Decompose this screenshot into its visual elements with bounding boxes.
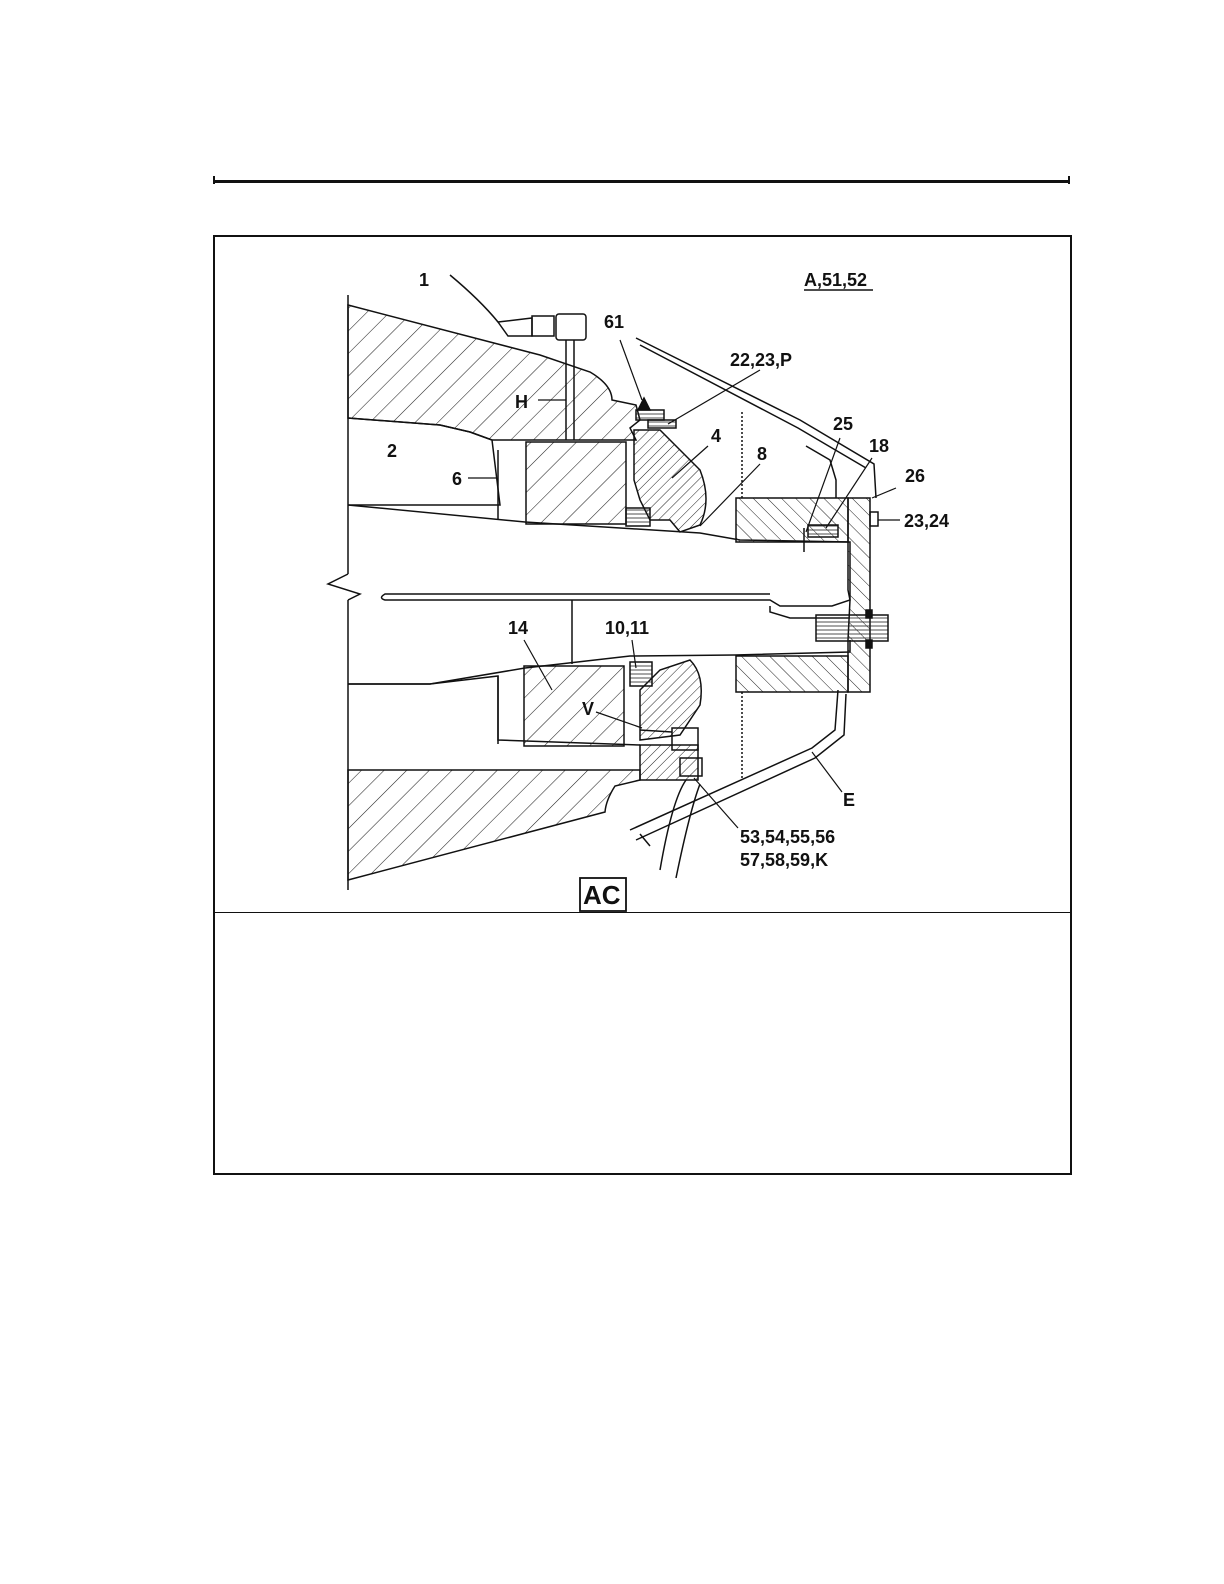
lower-bearing-ring-part-14 xyxy=(524,666,624,746)
center-bolt-marker-top xyxy=(866,610,872,618)
hub-lower-block xyxy=(736,656,848,692)
reference-label: A,51,52 xyxy=(804,270,867,290)
lower-hose-left xyxy=(660,780,686,870)
upper-fitting-nose xyxy=(498,318,532,336)
callout-61: 61 xyxy=(604,312,624,332)
upper-fitting-elbow xyxy=(556,314,586,340)
center-bolt-marker-bottom xyxy=(866,640,872,648)
callout-14: 14 xyxy=(508,618,528,638)
leader-22-23-p xyxy=(668,370,760,424)
center-bolt xyxy=(816,615,888,641)
lower-seal-ring-part-10-11 xyxy=(630,662,652,686)
callout-10-11: 10,11 xyxy=(605,618,649,638)
callout-v: V xyxy=(582,699,594,719)
leader-61 xyxy=(620,340,642,400)
callout-22-23-p: 22,23,P xyxy=(730,350,792,370)
callout-4: 4 xyxy=(711,426,721,446)
upper-housing-part-1 xyxy=(348,305,640,440)
fastener-part-18 xyxy=(808,525,838,537)
callout-18: 18 xyxy=(869,436,889,456)
lower-hose-right xyxy=(676,784,700,878)
callout-57-k: 57,58,59,K xyxy=(740,850,828,870)
callout-6: 6 xyxy=(452,469,462,489)
break-symbol xyxy=(328,574,360,600)
bolt-part-23-24 xyxy=(870,512,878,526)
callout-1: 1 xyxy=(419,270,429,290)
upper-fitting-nut xyxy=(532,316,554,336)
leader-53-59 xyxy=(694,778,738,828)
callout-e: E xyxy=(843,790,855,810)
callout-53-56: 53,54,55,56 xyxy=(740,827,835,847)
plug-part-61 xyxy=(636,410,664,420)
lower-housing xyxy=(348,770,640,880)
callout-8: 8 xyxy=(757,444,767,464)
end-plate-part-26 xyxy=(848,498,870,692)
arrow-part-61 xyxy=(638,398,650,410)
callout-2: 2 xyxy=(387,441,397,461)
callout-25: 25 xyxy=(833,414,853,434)
upper-hose-line xyxy=(450,275,498,322)
leader-E xyxy=(812,752,842,792)
callout-26: 26 xyxy=(905,466,925,486)
upper-seal-ring xyxy=(626,508,650,526)
figure-code: AC xyxy=(583,880,621,910)
callout-h: H xyxy=(515,392,528,412)
callout-23-24: 23,24 xyxy=(904,511,949,531)
drawing-geometry xyxy=(328,275,888,890)
upper-bearing-ring xyxy=(526,442,626,524)
